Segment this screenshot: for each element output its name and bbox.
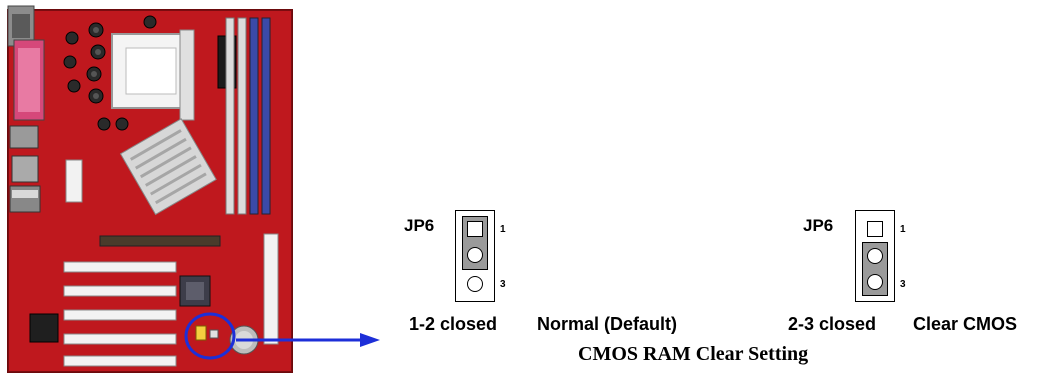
jumper-2-state: 2-3 closed — [788, 314, 877, 334]
jumper-1-state: 1-2 closed — [409, 314, 498, 334]
jumper-2-pin-3 — [867, 274, 883, 290]
jumper-2-pin-1 — [867, 221, 883, 237]
jumper-1-description: Normal (Default) — [537, 314, 678, 334]
motherboard-image — [0, 0, 300, 380]
jumper-2-pin-2 — [867, 248, 883, 264]
jumper-1-pin-1 — [467, 221, 483, 237]
pointer-arrow — [236, 333, 380, 347]
jumper-2-pin-number-bottom: 3 — [900, 279, 906, 290]
jumper-1-pin-number-top: 1 — [500, 224, 506, 235]
jumper-1-label: JP6 — [404, 216, 435, 235]
jumper-2-description: Clear CMOS — [913, 314, 1018, 334]
jumper-1-pin-3 — [467, 276, 483, 292]
jumper-2-label: JP6 — [803, 216, 834, 235]
jumper-1-pin-number-bottom: 3 — [500, 279, 506, 290]
jumper-1-pin-2 — [467, 247, 483, 263]
jumper-2-pin-number-top: 1 — [900, 224, 906, 235]
diagram-title: CMOS RAM Clear Setting — [578, 343, 809, 365]
